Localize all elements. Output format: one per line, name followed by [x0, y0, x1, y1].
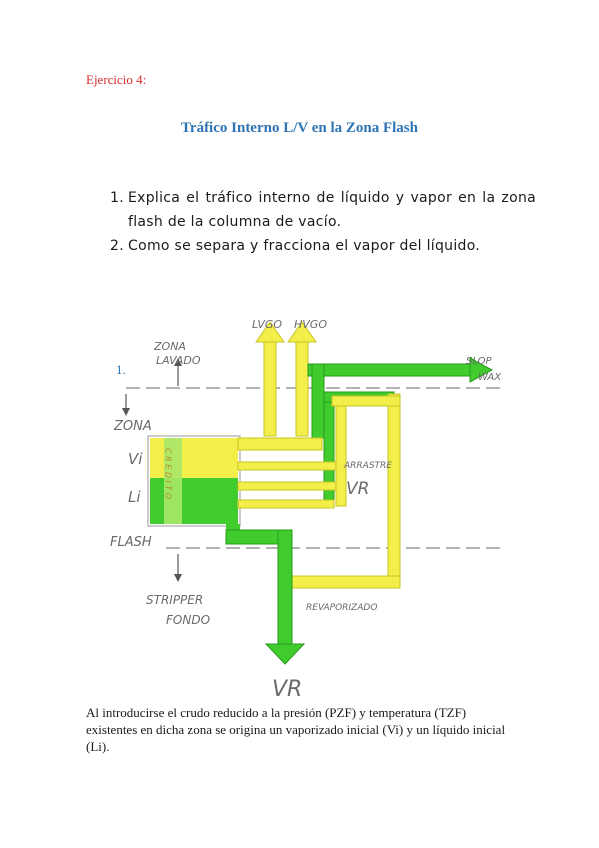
lvgo-arrow-head [255, 321, 285, 343]
reva-top-pipe [331, 395, 401, 407]
lvgo-pipe [263, 339, 277, 437]
task-text: Como se separa y fracciona el vapor del … [128, 238, 481, 254]
hvgo-arrow-head [287, 321, 317, 343]
vapor-line-3 [237, 499, 335, 509]
figure-number: 1. [116, 362, 126, 377]
slop-wax-arrow-head [469, 357, 494, 383]
label-zona: ZONA [113, 419, 152, 434]
label-hvgo: HVGO [294, 318, 327, 331]
label-credito: C R E D I T O [164, 448, 173, 499]
label-slop-1: SLOP [466, 356, 492, 367]
label-lvgo: LVGO [252, 318, 282, 331]
hvgo-pipe [295, 339, 309, 437]
zona-arrow-up-head [174, 358, 182, 366]
vapor-line-2 [237, 481, 337, 491]
task-number: 2. [110, 238, 124, 254]
label-flash: FLASH [110, 535, 152, 550]
reva-bottom-pipe [287, 575, 401, 589]
label-zona-lavado-1: ZONA [153, 340, 186, 353]
label-slop-2: WAX [478, 372, 502, 383]
slop-wax-pipe [307, 363, 473, 377]
vapor-line-1 [237, 461, 337, 471]
task-list: 1. Explica el tráfico interno de líquido… [110, 186, 536, 258]
paragraph: Al introducirse el crudo reducido a la p… [86, 705, 506, 754]
residue-arrow-head [264, 643, 306, 665]
exercise-label: Ejercicio 4: [86, 72, 147, 87]
task-item: 2. Como se separa y fracciona el vapor d… [110, 234, 536, 258]
reva-right-pipe [387, 393, 401, 587]
label-zona-lavado-2: LAVADO [156, 354, 201, 367]
label-vr-mid: VR [346, 479, 369, 499]
vapor-header [237, 437, 323, 451]
label-fondo: FONDO [166, 613, 210, 627]
label-vi: Vi [128, 450, 143, 468]
label-li: Li [128, 488, 141, 506]
label-stripper: STRIPPER [146, 593, 203, 607]
zona-arrow-down-head [122, 408, 130, 416]
task-item: 1. Explica el tráfico interno de líquido… [110, 186, 536, 234]
label-arrastre: ARRASTRE [343, 461, 392, 471]
page-title: Tráfico Interno L/V en la Zona Flash [181, 120, 418, 136]
flash-column-box [147, 435, 241, 527]
task-text: Explica el tráfico interno de líquido y … [128, 190, 536, 230]
slop-riser [311, 363, 325, 439]
reva-inner-riser [335, 405, 347, 507]
residue-down-pipe [277, 529, 293, 647]
stripper-arrow-down-head [174, 574, 182, 582]
task-number: 1. [110, 190, 124, 206]
credito-column [164, 438, 182, 524]
label-vr-bottom: VR [272, 677, 302, 702]
flash-zone-diagram: LVGO HVGO ZONA LAVADO SLOP WAX ZONA Vi L… [110, 318, 502, 702]
label-revaporizado: REVAPORIZADO [306, 603, 377, 613]
